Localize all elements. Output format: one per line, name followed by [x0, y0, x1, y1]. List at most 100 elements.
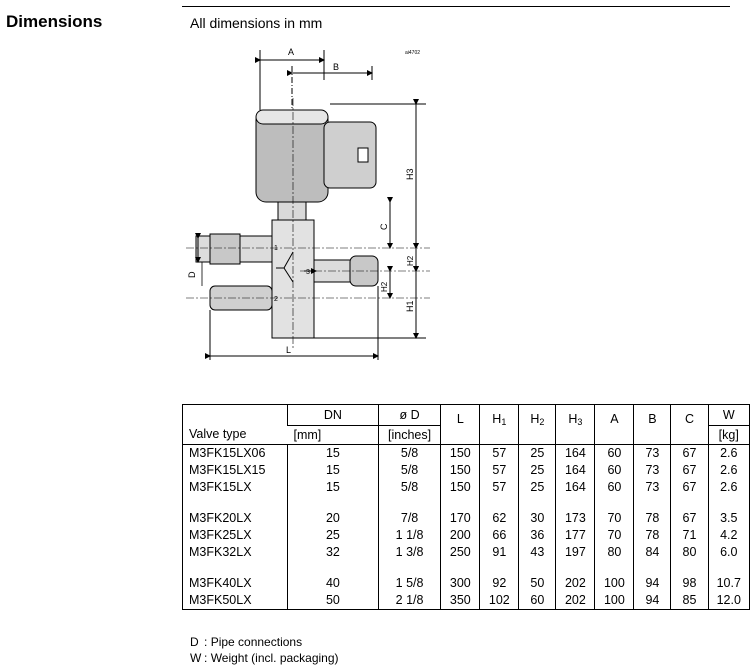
- cell-h1: 66: [479, 527, 519, 544]
- header-a: A: [594, 404, 634, 445]
- header-valve-type: Valve type: [182, 404, 288, 445]
- cell-h1: 62: [479, 506, 519, 527]
- section-title: Dimensions: [6, 12, 103, 31]
- top-rule: [182, 6, 730, 7]
- cell-h3: 164: [555, 444, 595, 462]
- cell-h2: 30: [518, 506, 556, 527]
- cell-h1: 102: [479, 592, 519, 610]
- cell-w: 6.0: [707, 544, 750, 561]
- dim-label-c: C: [379, 223, 389, 230]
- cell-od: 7/8: [377, 506, 441, 527]
- header-dn-unit: [mm]: [287, 425, 379, 445]
- cell-od: 5/8: [377, 462, 441, 479]
- dim-label-a: A: [288, 47, 294, 57]
- cell-b: 94: [633, 571, 671, 592]
- header-dn: DN: [286, 404, 379, 426]
- cell-a: 70: [594, 506, 634, 527]
- cell-type: M3FK40LX: [189, 576, 252, 590]
- header-h3: H3: [555, 404, 595, 445]
- cell-w: 2.6: [707, 462, 750, 479]
- cell-od: 5/8: [377, 444, 441, 462]
- legend-text: Weight (incl. packaging): [210, 651, 339, 665]
- cell-od: 1 5/8: [377, 571, 441, 592]
- cell-w: 2.6: [707, 444, 750, 462]
- cell-type: M3FK15LX: [189, 480, 252, 494]
- cell-b: 78: [633, 506, 671, 527]
- port-label-1: 1: [274, 245, 278, 252]
- cell-od: 5/8: [377, 479, 441, 496]
- cell-od: 1 3/8: [377, 544, 441, 561]
- cell-h3: 197: [555, 544, 595, 561]
- cell-l: 170: [440, 506, 480, 527]
- cell-type: M3FK15LX06: [189, 446, 266, 460]
- cell-a: 100: [594, 571, 634, 592]
- cell-h1: 57: [479, 462, 519, 479]
- cell-dn: 25: [286, 527, 379, 544]
- cell-type: M3FK25LX: [189, 528, 252, 542]
- cell-dn: 20: [286, 506, 379, 527]
- cell-dn: 15: [286, 479, 379, 496]
- cell-w: 12.0: [707, 592, 750, 610]
- dim-label-b: B: [333, 62, 339, 72]
- cell-h2: 36: [518, 527, 556, 544]
- cell-a: 60: [594, 444, 634, 462]
- cell-h1: 57: [479, 479, 519, 496]
- cell-dn: 15: [286, 462, 379, 479]
- legend-item: D: Pipe connections: [190, 635, 302, 649]
- cell-l: 300: [440, 571, 480, 592]
- cell-dn: 15: [286, 444, 379, 462]
- cell-a: 70: [594, 527, 634, 544]
- cell-c: 71: [670, 527, 709, 544]
- cell-h2: 50: [518, 571, 556, 592]
- cell-h1: 57: [479, 444, 519, 462]
- header-w: W: [707, 404, 750, 426]
- cell-h2: 25: [518, 479, 556, 496]
- cell-c: 80: [670, 544, 709, 561]
- cell-c: 85: [670, 592, 709, 610]
- header-h1: H1: [479, 404, 519, 445]
- cell-h3: 164: [555, 479, 595, 496]
- cell-h3: 164: [555, 462, 595, 479]
- cell-a: 80: [594, 544, 634, 561]
- dim-label-h3: H3: [405, 168, 415, 180]
- cell-w: 2.6: [707, 479, 750, 496]
- cell-l: 250: [440, 544, 480, 561]
- cell-type: M3FK15LX15: [189, 463, 266, 477]
- cell-w: 3.5: [707, 506, 750, 527]
- cell-b: 84: [633, 544, 671, 561]
- cell-h3: 177: [555, 527, 595, 544]
- cell-l: 350: [440, 592, 480, 610]
- cell-h3: 202: [555, 592, 595, 610]
- cell-od: 1 1/8: [377, 527, 441, 544]
- cell-h2: 25: [518, 462, 556, 479]
- cell-dn: 40: [286, 571, 379, 592]
- header-c: C: [670, 404, 709, 445]
- cell-l: 200: [440, 527, 480, 544]
- legend-sep: :: [204, 651, 208, 665]
- header-od: ø D: [377, 404, 441, 426]
- cell-h2: 60: [518, 592, 556, 610]
- port-label-2: 2: [274, 296, 278, 303]
- cell-b: 78: [633, 527, 671, 544]
- cell-h2: 43: [518, 544, 556, 561]
- cell-c: 98: [670, 571, 709, 592]
- cell-c: 67: [670, 479, 709, 496]
- cell-b: 73: [633, 444, 671, 462]
- dim-label-d: D: [187, 271, 197, 278]
- cell-c: 67: [670, 506, 709, 527]
- cell-w: 10.7: [707, 571, 750, 592]
- valve-dimension-drawing: A B ai4702 C H3 H2 H2 H1 D L 1 3 2: [186, 47, 430, 360]
- cell-type: M3FK32LX: [189, 545, 252, 559]
- legend-item: W: Weight (incl. packaging): [190, 651, 339, 665]
- cell-c: 67: [670, 462, 709, 479]
- cell-h2: 25: [518, 444, 556, 462]
- cell-a: 100: [594, 592, 634, 610]
- dim-label-h1: H1: [405, 300, 415, 312]
- cell-w: 4.2: [707, 527, 750, 544]
- cell-l: 150: [440, 462, 480, 479]
